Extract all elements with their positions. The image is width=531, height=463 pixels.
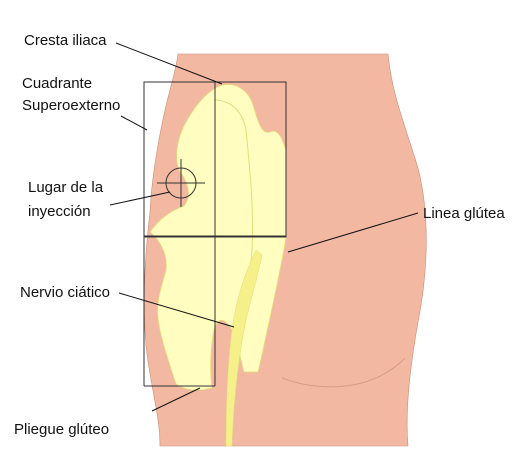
label-site-line1: Lugar de la: [28, 179, 104, 196]
label-quadrant-line2: Superoexterno: [22, 97, 120, 114]
label-gluteal-line: Linea glútea: [423, 205, 505, 222]
leader-gluteal-line: [287, 212, 419, 253]
leader-lines: [109, 42, 419, 412]
label-quadrant-line1: Cuadrante: [22, 75, 92, 92]
label-sciatic: Nervio ciático: [20, 284, 110, 301]
label-crest: Cresta iliaca: [24, 32, 107, 49]
leader-sciatic: [118, 292, 235, 328]
buttock-crease-right: [281, 357, 406, 388]
injection-site-target: [157, 159, 205, 207]
sciatic-nerve: [225, 249, 263, 447]
label-site-line2: inyección: [28, 203, 91, 220]
label-gluteal-fold: Pliegue glúteo: [14, 421, 109, 438]
leader-crest: [115, 42, 223, 85]
leader-quadrant: [120, 115, 148, 131]
leader-gluteal-fold: [151, 387, 201, 412]
leader-site: [109, 191, 171, 206]
quadrant-grid: [143, 81, 287, 387]
